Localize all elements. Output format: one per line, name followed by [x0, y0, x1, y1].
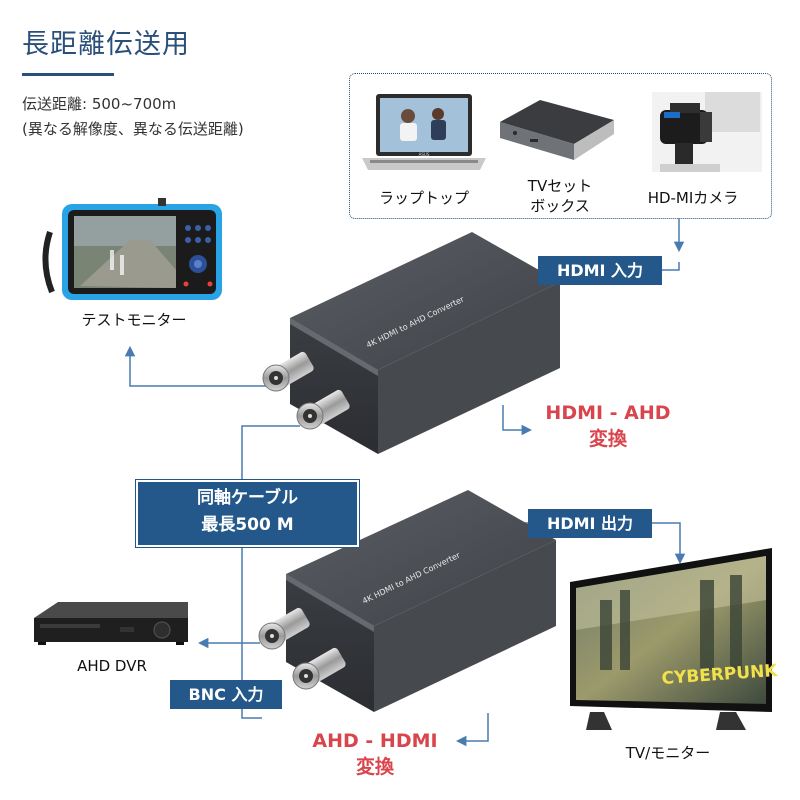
ahd-hdmi-conversion-arrow	[455, 713, 489, 747]
ahd-dvr-icon	[34, 602, 188, 645]
hdmi-ahd-line1: HDMI - AHD	[545, 402, 671, 424]
coax-line2: 最長500 M	[201, 515, 294, 535]
test-monitor-icon	[42, 198, 222, 300]
tv-monitor-label: TV/モニター	[625, 744, 711, 762]
distance-note: (異なる解像度、異なる伝送距離)	[22, 120, 244, 138]
ahd-hdmi-line1: AHD - HDMI	[312, 730, 438, 752]
settop-box-icon	[500, 100, 614, 160]
bottom-bnc-connector-2	[292, 647, 346, 690]
hdmi-to-ahd-conversion: HDMI - AHD 変換	[538, 400, 678, 452]
microscope-camera-icon	[652, 92, 762, 172]
bottom-converter-icon: 4K HDMI to AHD Converter	[258, 490, 556, 712]
top-converter-icon: 4K HDMI to AHD Converter	[262, 232, 560, 454]
top-bnc-connector-1	[262, 351, 314, 392]
hdmi-sources-box	[349, 73, 772, 219]
laptop-brand: ASUS	[419, 152, 430, 157]
title-underline	[22, 73, 114, 76]
laptop-label: ラップトップ	[378, 189, 469, 207]
settop-line2: ボックス	[530, 197, 590, 215]
transmission-distance: 伝送距離: 500~700m (異なる解像度、異なる伝送距離)	[22, 92, 244, 142]
top-bnc-connector-2	[296, 389, 350, 430]
coax-cable-line	[241, 425, 300, 719]
ahd-dvr-label: AHD DVR	[77, 657, 147, 675]
camera-label: HD-MIカメラ	[647, 189, 739, 207]
tv-icon: CYBERPUNK	[570, 548, 779, 730]
hdmi-ahd-line2: 変換	[588, 428, 627, 450]
coax-line1: 同軸ケーブル	[197, 488, 298, 508]
hdmi-input-tag: HDMI 入力	[538, 256, 662, 285]
converter-to-monitor-arrow	[124, 345, 268, 387]
bottom-bnc-connector-1	[258, 607, 310, 650]
coax-cable-tag: 同軸ケーブル 最長500 M	[136, 480, 359, 547]
settop-box-label: TVセット ボックス	[498, 176, 622, 216]
test-monitor-label: テストモニター	[81, 311, 187, 329]
bnc-input-tag: BNC 入力	[170, 680, 282, 709]
hdmi-output-tag: HDMI 出力	[528, 509, 652, 538]
laptop-icon: ASUS	[362, 94, 486, 170]
distance-line: 伝送距離: 500~700m	[22, 95, 177, 113]
hdmi-in-link	[660, 262, 680, 271]
ahd-to-hdmi-conversion: AHD - HDMI 変換	[300, 728, 450, 780]
page-title: 長距離伝送用	[22, 29, 190, 60]
settop-line1: TVセット	[527, 177, 593, 195]
ahd-hdmi-line2: 変換	[355, 756, 394, 778]
hdmi-ahd-conversion-arrow	[502, 405, 533, 436]
